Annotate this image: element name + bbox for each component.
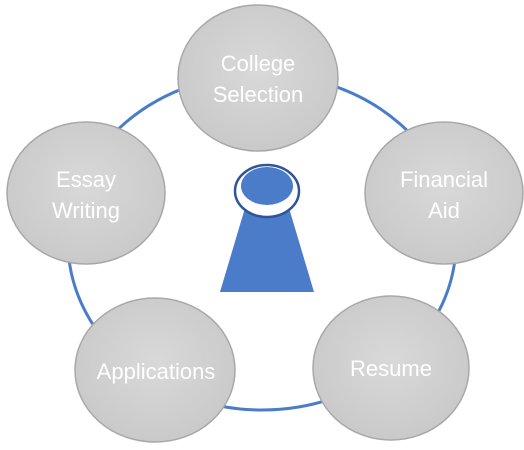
node-label-line: Writing xyxy=(52,198,120,223)
person-body xyxy=(220,208,314,292)
node-label-line: Selection xyxy=(213,82,304,107)
node-financial-aid[interactable]: Financial Aid xyxy=(364,121,524,265)
node-label-line: Financial xyxy=(400,167,488,192)
node-label-line: Resume xyxy=(350,356,432,381)
node-resume[interactable]: Resume xyxy=(312,295,470,441)
node-label-line: College xyxy=(221,51,296,76)
node-label-line: Applications xyxy=(97,359,216,384)
node-essay-writing[interactable]: Essay Writing xyxy=(6,121,166,265)
node-label-line: Aid xyxy=(428,198,460,223)
node-applications[interactable]: Applications xyxy=(74,297,236,443)
node-college-selection[interactable]: College Selection xyxy=(177,4,339,152)
node-label-line: Essay xyxy=(56,167,116,192)
person-icon xyxy=(220,163,314,292)
